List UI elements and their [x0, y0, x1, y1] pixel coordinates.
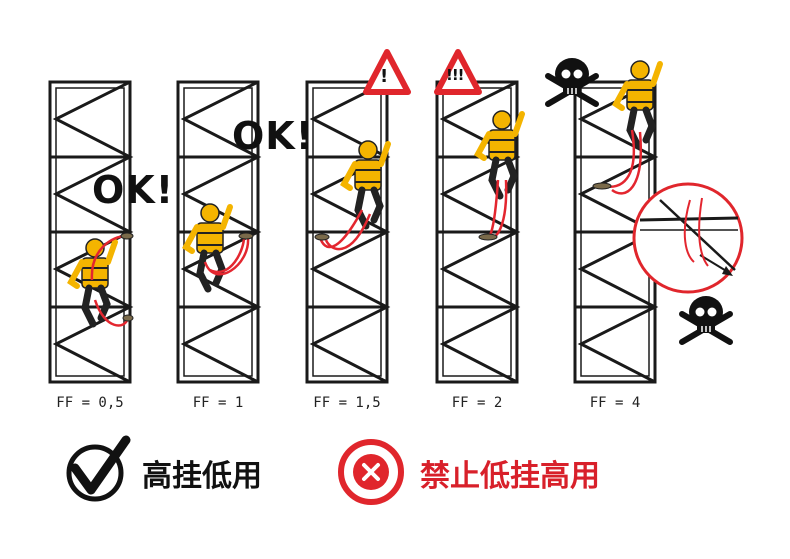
- skull-icon-bottom: [682, 296, 730, 342]
- ok-label-2: OK!: [232, 114, 315, 158]
- skull-icon-top: [548, 58, 596, 104]
- worker-figure-2: [186, 204, 230, 289]
- warning-sign-icon: [363, 49, 411, 95]
- danger-sign-text: !!!: [446, 66, 465, 84]
- legend-good: 高挂低用: [66, 438, 262, 508]
- warning-sign-text: !: [380, 66, 389, 87]
- worker-figure-5: [616, 61, 660, 146]
- ff-label-3: FF = 1,5: [313, 395, 381, 411]
- ff-label-5: FF = 4: [589, 395, 641, 411]
- legend-good-text: 高挂低用: [142, 459, 262, 494]
- lanyards: [90, 129, 714, 327]
- worker-figure-4: [478, 111, 522, 196]
- scaffold-frame-3: [305, 80, 389, 384]
- ff-label-4: FF = 2: [451, 395, 503, 411]
- cross-icon: [338, 439, 404, 505]
- checkmark-icon: [66, 435, 131, 502]
- ff-label-1: FF = 0,5: [56, 395, 124, 411]
- ff-label-2: FF = 1: [192, 395, 244, 411]
- legend-bad-text: 禁止低挂高用: [420, 459, 600, 494]
- danger-sign-icon: [434, 49, 482, 95]
- scaffold-frame-1: [48, 80, 132, 384]
- anchor-carabiners: [120, 182, 612, 322]
- fall-zoom-circle: [632, 182, 744, 294]
- legend-bad: 禁止低挂高用: [340, 438, 600, 508]
- ok-label-1: OK!: [92, 168, 175, 212]
